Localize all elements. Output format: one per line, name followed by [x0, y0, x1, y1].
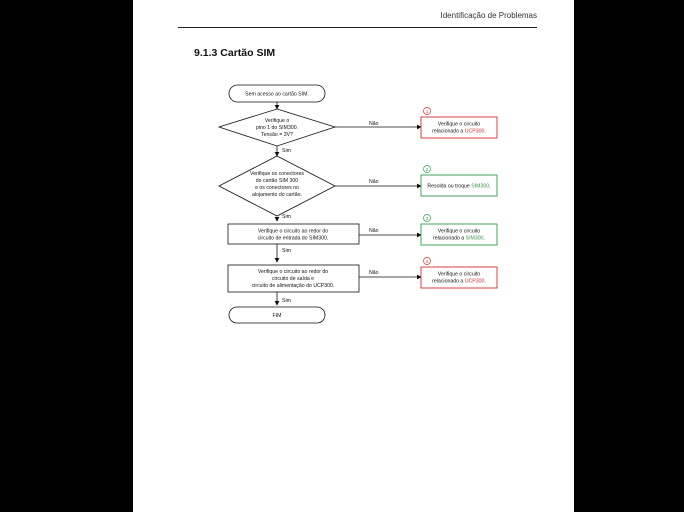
no-label-1: Não — [369, 121, 379, 127]
process2-line1: Verifique o circuito ao redor do — [258, 269, 328, 275]
end-terminal — [228, 306, 326, 324]
result-number-badge — [423, 214, 431, 222]
result-line2: relacionado a SIM300. — [433, 236, 485, 242]
process-output-circuit — [227, 264, 360, 293]
result-line2-prefix: relacionado a — [433, 236, 466, 242]
document-page: Identificação de Problemas 9.1.3 Cartão … — [133, 0, 574, 512]
decision1-line2: pino 1 do SIM300. — [256, 125, 298, 131]
process2-line3: circuito de alimentação do UCP300. — [252, 283, 335, 289]
decision-connectors — [218, 155, 336, 217]
result-number-badge — [423, 257, 431, 265]
yes-label-3: Sim — [282, 248, 291, 254]
header-rule — [178, 27, 537, 28]
result-line1: Verifique o circuito — [438, 272, 481, 278]
result-line1: Verifique o circuito — [438, 229, 481, 235]
result-frame — [420, 266, 498, 289]
result-line2-accent: SIM300 — [466, 236, 484, 242]
result-number-badge — [423, 107, 431, 115]
result-number-badge — [423, 165, 431, 173]
result-box-4: 4 Verifique o circuito relacionado a UCP… — [420, 257, 498, 289]
no-label-3: Não — [369, 228, 379, 234]
process2-line2: circuito de saída e — [272, 276, 314, 282]
result-line1-prefix: Resolda ou troque — [427, 184, 471, 190]
result-line2-prefix: relacionado a — [432, 279, 465, 285]
result-line2-suffix: . — [484, 236, 485, 242]
decision1-line3: Tensão = 3V? — [261, 132, 293, 138]
decision1-line1: Verifique o — [265, 118, 290, 124]
process1-line2: circuito de entrada do SIM300. — [258, 236, 329, 242]
result-line2: relacionado a UCP300. — [432, 129, 486, 135]
result-line1: Verifique o circuito — [438, 122, 481, 128]
decision2-line4: alojamento do cartão. — [252, 192, 302, 198]
no-label-2: Não — [369, 179, 379, 185]
result-frame — [420, 116, 498, 139]
running-header: Identificação de Problemas — [440, 11, 538, 20]
result-number: 2 — [426, 167, 429, 172]
result-line2-accent: UCP300 — [465, 279, 485, 285]
start-terminal — [228, 84, 326, 103]
decision2-line2: do cartão SIM 300 — [256, 178, 299, 184]
yes-label-4: Sim — [282, 298, 291, 304]
process1-line1: Verifique o circuito ao redor do — [258, 229, 328, 235]
result-number: 4 — [426, 259, 429, 264]
decision-pin1-voltage — [217, 108, 337, 147]
decision2-line1: Verifique os conectores — [250, 171, 304, 177]
process-input-circuit — [227, 223, 360, 245]
result-number: 1 — [426, 109, 429, 114]
result-line1-accent: SIM300 — [471, 184, 489, 190]
decision2-line3: e os conectores no — [255, 185, 299, 191]
result-line2-prefix: relacionado a — [432, 129, 465, 135]
section-title: 9.1.3 Cartão SIM — [194, 47, 276, 59]
result-line1-suffix: . — [489, 184, 490, 190]
start-text: Sem acesso ao cartão SIM. — [245, 92, 309, 98]
no-label-4: Não — [369, 270, 379, 276]
result-line2: relacionado a UCP300. — [432, 279, 486, 285]
result-box-3: 3 Verifique o circuito relacionado a SIM… — [420, 214, 498, 246]
yes-label-2: Sim — [282, 214, 291, 220]
result-frame — [420, 174, 498, 197]
result-box-2: 2 Resolda ou troque SIM300. — [420, 165, 498, 197]
end-text: FIM — [273, 313, 282, 319]
result-frame — [420, 223, 498, 246]
result-line1: Resolda ou troque SIM300. — [427, 184, 490, 190]
result-line2-accent: UCP300 — [465, 129, 485, 135]
yes-label-1: Sim — [282, 148, 291, 154]
result-box-1: 1 Verifique o circuito relacionado a UCP… — [420, 107, 498, 139]
result-line2-suffix: . — [484, 279, 485, 285]
troubleshooting-flowchart: Sem acesso ao cartão SIM. Verifique o pi… — [217, 84, 498, 324]
result-number: 3 — [426, 216, 429, 221]
flow-connectors — [274, 102, 422, 306]
result-line2-suffix: . — [484, 129, 485, 135]
